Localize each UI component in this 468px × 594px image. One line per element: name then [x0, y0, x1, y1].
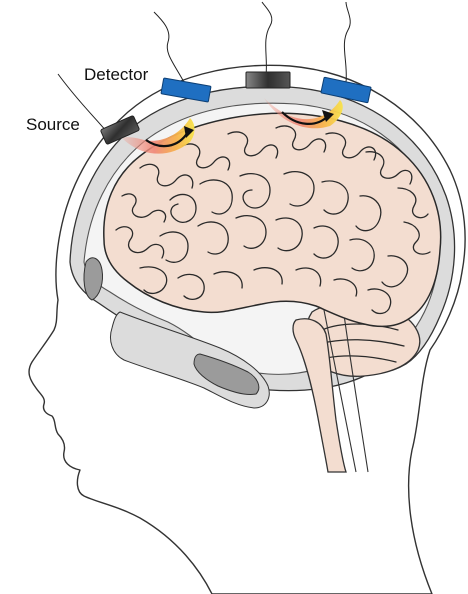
source-probe-icon	[246, 72, 290, 88]
detector-probe-icon	[161, 78, 211, 102]
detector-label: Detector	[84, 65, 149, 84]
wire-detector-right	[344, 2, 350, 82]
detector-probe-left	[161, 78, 211, 102]
source-label: Source	[26, 115, 80, 134]
source-probe-right	[246, 72, 290, 88]
wire-detector-left	[154, 12, 186, 86]
